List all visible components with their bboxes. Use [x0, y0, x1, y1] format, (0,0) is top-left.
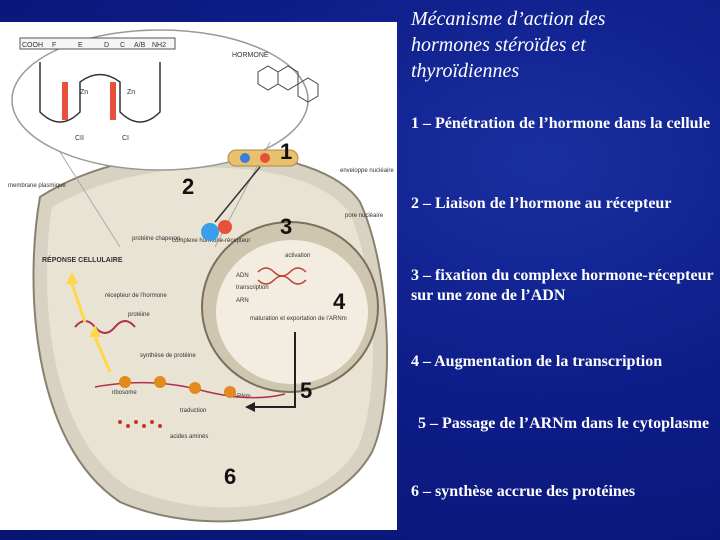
svg-text:NH2: NH2 — [152, 42, 166, 49]
svg-text:Zn: Zn — [127, 89, 135, 96]
pore-label: pore nucléaire — [345, 213, 384, 219]
translation-label: traduction — [180, 408, 206, 414]
svg-text:Zn: Zn — [80, 89, 88, 96]
svg-text:F: F — [52, 42, 56, 49]
svg-text:CII: CII — [75, 135, 84, 142]
cell-diagram-figure: COOH F E D C A/B NH2 Zn Zn CII CI HORMON… — [0, 22, 397, 530]
amino-acids-label: acides aminés — [170, 434, 208, 440]
transcription-label: transcription — [236, 285, 269, 291]
response-label: RÉPONSE CELLULAIRE — [42, 255, 123, 264]
slide-title: Mécanisme d’action des hormones stéroïde… — [411, 6, 711, 84]
title-line-1: Mécanisme d’action des — [411, 6, 711, 32]
svg-text:D: D — [104, 42, 109, 49]
svg-text:COOH: COOH — [22, 42, 43, 49]
step-4-text: 4 – Augmentation de la transcription — [411, 352, 716, 372]
envelope-label: enveloppe nucléaire — [340, 168, 394, 174]
step-number-5: 5 — [300, 378, 312, 403]
step-6-text: 6 – synthèse accrue des protéines — [411, 482, 716, 502]
receptor-label: récepteur de l’hormone — [105, 293, 167, 299]
adn-label: ADN — [236, 273, 249, 279]
step-3-text: 3 – fixation du complexe hormone-récepte… — [411, 266, 716, 306]
title-line-2: hormones stéroïdes et — [411, 32, 711, 58]
step-number-6: 6 — [224, 464, 236, 489]
step-number-3: 3 — [280, 214, 292, 239]
membrane-label: membrane plasmique — [8, 183, 66, 189]
step-number-2: 2 — [182, 174, 194, 199]
arn-label: ARN — [236, 298, 249, 304]
hormone-label: HORMONE — [232, 52, 269, 59]
activation-label: activation — [285, 253, 310, 259]
step-number-4: 4 — [333, 289, 346, 314]
svg-text:C: C — [120, 42, 125, 49]
step-number-1: 1 — [280, 139, 292, 164]
svg-text:CI: CI — [122, 135, 129, 142]
title-line-3: thyroïdiennes — [411, 58, 711, 84]
ribosome-label: ribosome — [112, 390, 137, 396]
svg-text:A/B: A/B — [134, 42, 146, 49]
cell-diagram-svg: COOH F E D C A/B NH2 Zn Zn CII CI HORMON… — [0, 22, 397, 530]
protein-label: protéine — [128, 312, 150, 318]
step-5-text: 5 – Passage de l’ARNm dans le cytoplasme — [418, 414, 713, 434]
step-1-text: 1 – Pénétration de l’hormone dans la cel… — [411, 114, 716, 134]
synthesis-label: synthèse de protéine — [140, 353, 196, 359]
step-2-text: 2 – Liaison de l’hormone au récepteur — [411, 194, 716, 214]
maturation-label: maturation et exportation de l’ARNm — [250, 316, 347, 322]
svg-text:E: E — [78, 42, 83, 49]
